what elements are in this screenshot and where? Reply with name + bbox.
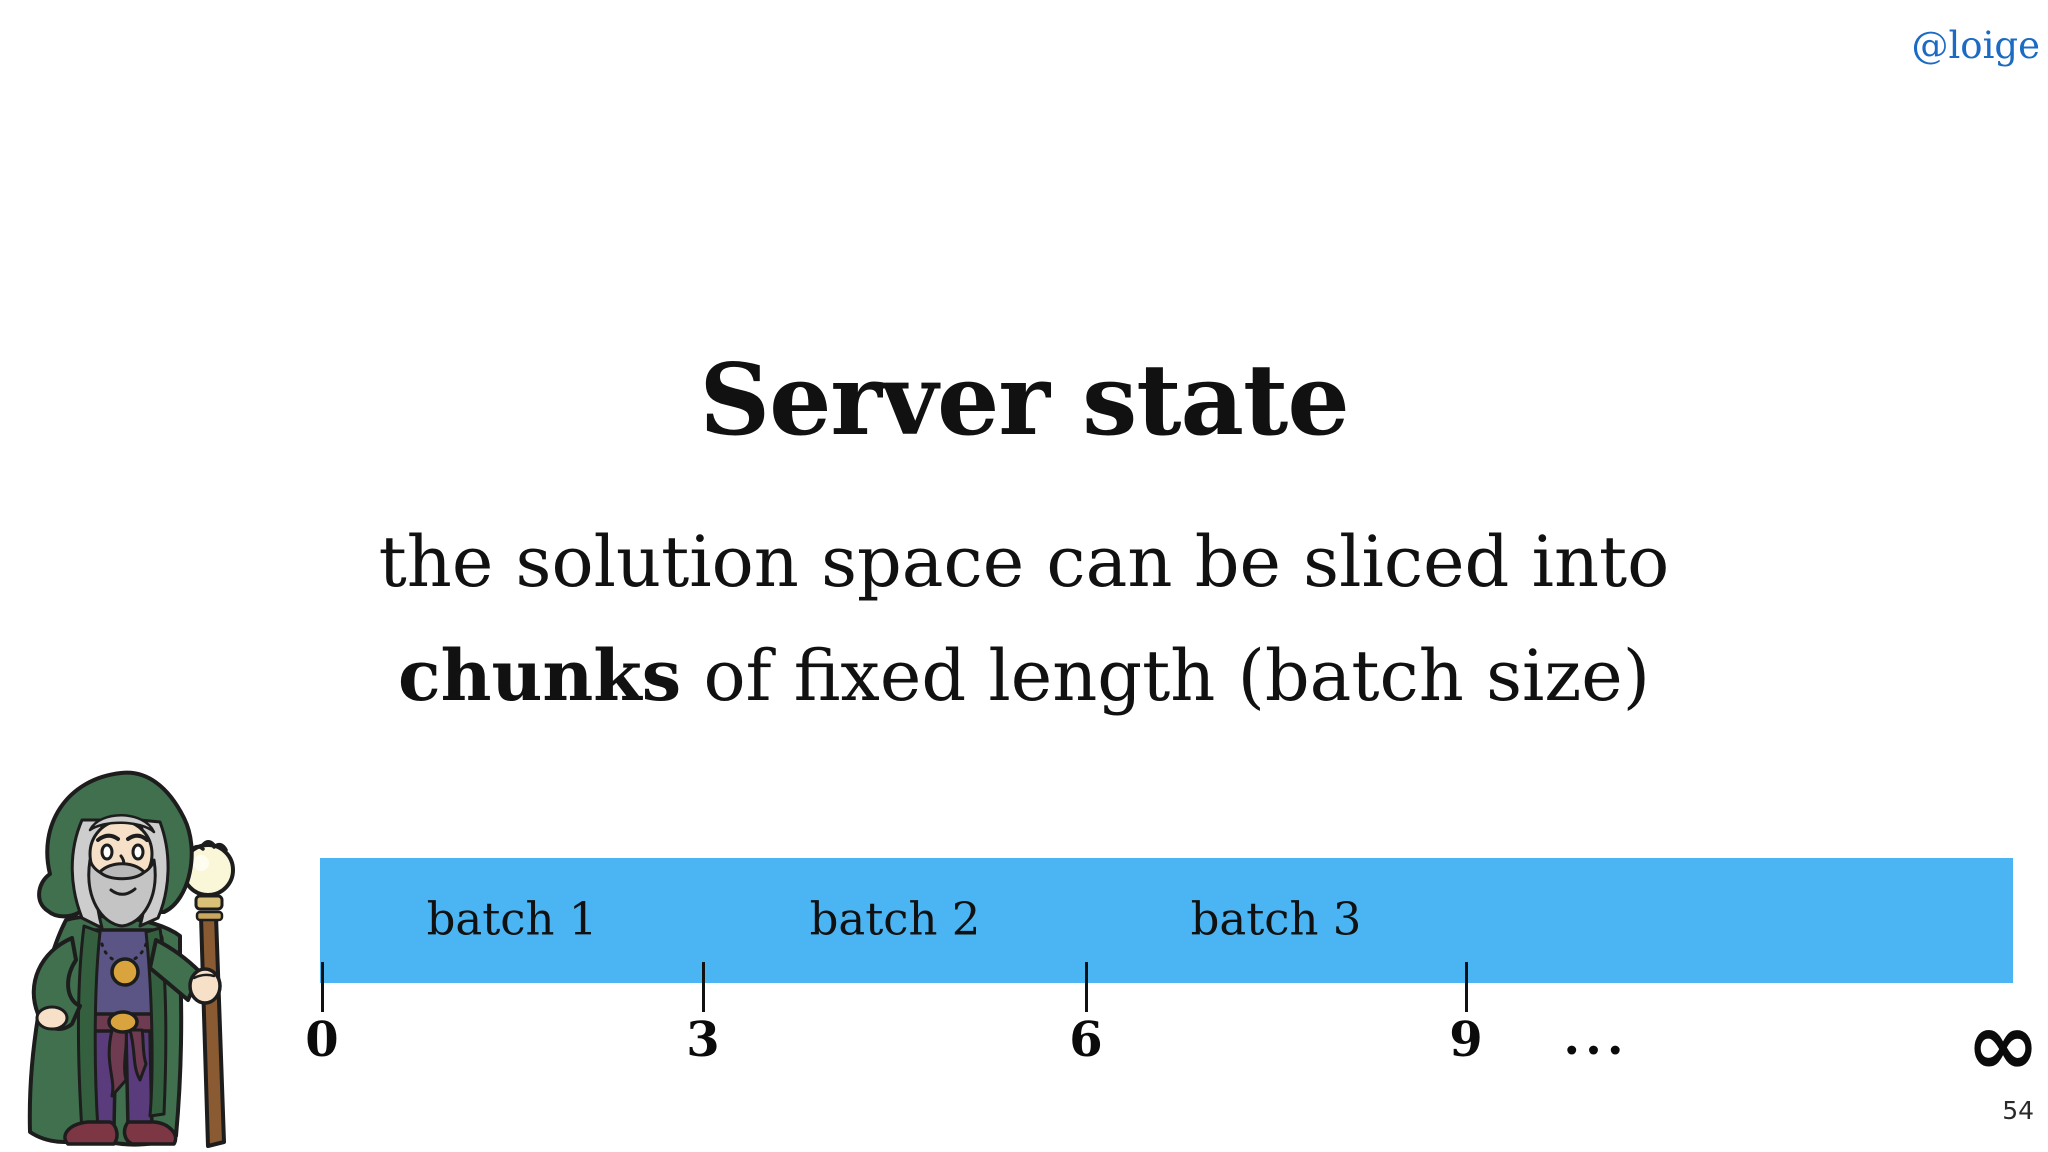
author-handle-link[interactable]: @loige	[1911, 24, 2040, 67]
tick-label-3: 3	[686, 1012, 720, 1068]
tick-mark-6	[1085, 962, 1088, 1012]
tick-mark-3	[702, 962, 705, 1012]
wizard-illustration	[27, 770, 235, 1148]
subtitle-line-2-rest: of fixed length (batch size)	[681, 635, 1651, 717]
batch-1-label: batch 1	[426, 892, 598, 946]
batch-2-label: batch 2	[809, 892, 981, 946]
slide-subtitle: the solution space can be sliced into ch…	[0, 505, 2048, 733]
subtitle-line-1: the solution space can be sliced into	[378, 521, 1670, 603]
solution-space-bar	[320, 858, 2013, 983]
batch-3-label: batch 3	[1190, 892, 1362, 946]
slide-title: Server state	[699, 343, 1349, 458]
tick-label-0: 0	[305, 1012, 339, 1068]
tick-label-9: 9	[1449, 1012, 1483, 1068]
subtitle-chunks-bold: chunks	[397, 634, 682, 717]
tick-label-6: 6	[1069, 1012, 1103, 1068]
page-number: 54	[2002, 1096, 2034, 1125]
tick-mark-0	[321, 962, 324, 1012]
ellipsis-label: ...	[1563, 1010, 1629, 1066]
tick-mark-9	[1465, 962, 1468, 1012]
infinity-symbol: ∞	[1966, 992, 2040, 1096]
